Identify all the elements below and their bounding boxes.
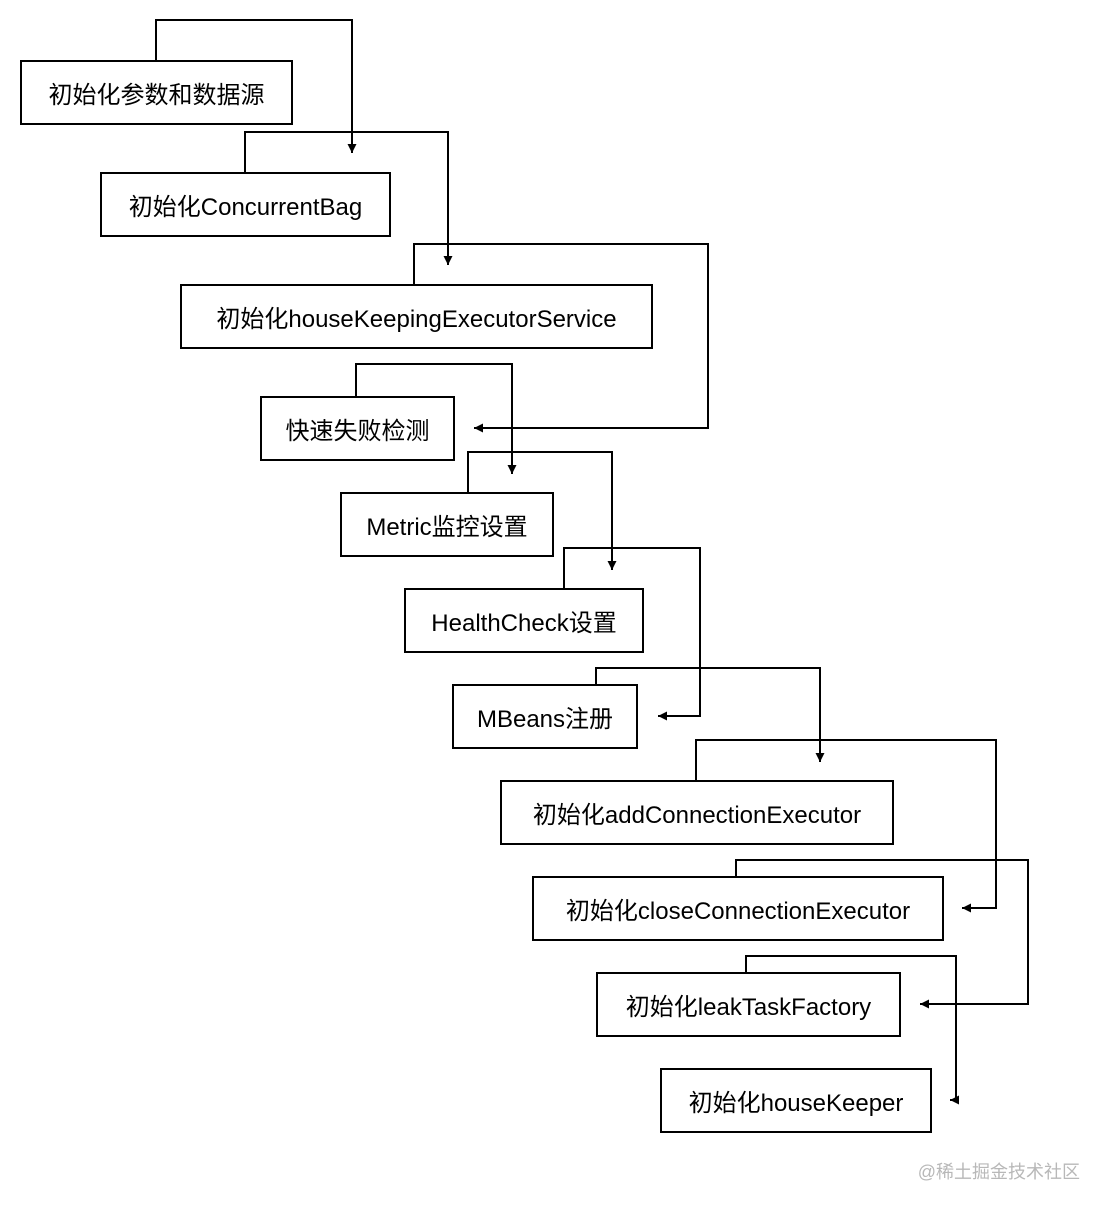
connector-5-6 <box>467 451 617 570</box>
step-init-add-connection-executor: 初始化addConnectionExecutor <box>500 780 894 845</box>
step-fail-fast-check: 快速失败检测 <box>260 396 455 461</box>
watermark: @稀土掘金技术社区 <box>917 1162 1080 1182</box>
step-init-params-datasource: 初始化参数和数据源 <box>20 60 293 125</box>
step-mbeans-register: MBeans注册 <box>452 684 638 749</box>
step-init-close-connection-executor: 初始化closeConnectionExecutor <box>532 876 944 941</box>
step-healthcheck-setup: HealthCheck设置 <box>404 588 644 653</box>
step-metric-setup: Metric监控设置 <box>340 492 554 557</box>
connector-7-8 <box>595 667 825 762</box>
connector-10-11 <box>745 955 959 1105</box>
connector-9-10 <box>735 859 1029 1009</box>
connector-6-7 <box>563 547 701 721</box>
step-init-leak-task-factory: 初始化leakTaskFactory <box>596 972 901 1037</box>
step-init-housekeeping-executor-service: 初始化houseKeepingExecutorService <box>180 284 653 349</box>
connector-3-4 <box>413 243 709 433</box>
connector-8-9 <box>695 739 997 913</box>
connector-2-3 <box>244 131 453 265</box>
step-init-concurrentbag: 初始化ConcurrentBag <box>100 172 391 237</box>
connector-4-5 <box>355 363 517 474</box>
step-init-housekeeper: 初始化houseKeeper <box>660 1068 932 1133</box>
connector-1-2 <box>155 19 357 153</box>
